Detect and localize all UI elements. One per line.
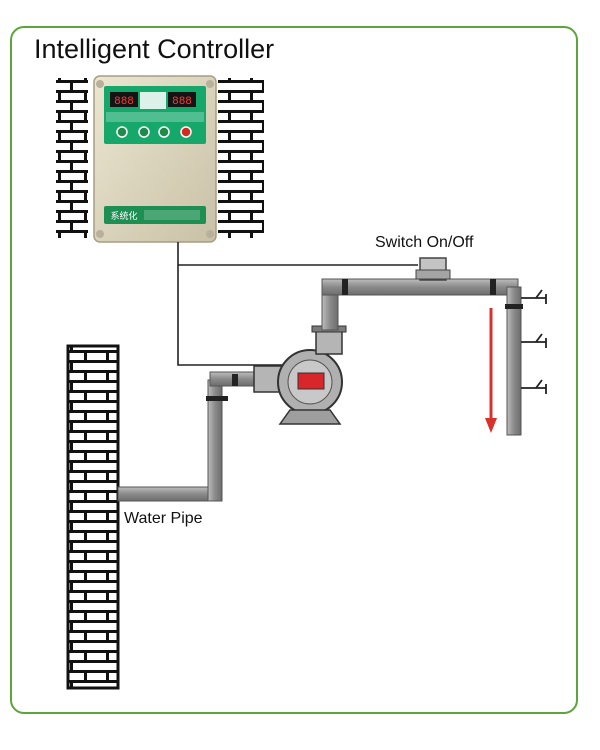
switch-label: Switch On/Off: [375, 234, 474, 251]
flow-arrow: [485, 308, 497, 433]
controller-button-2[interactable]: [138, 126, 150, 138]
left-brick-wall: [66, 344, 120, 690]
controller-box: 888 888 系统化: [93, 75, 217, 243]
controller-button-3[interactable]: [158, 126, 170, 138]
pump: [253, 325, 347, 425]
water-taps: [521, 289, 547, 394]
controller-button-1[interactable]: [116, 126, 128, 138]
brand-plate: 系统化: [110, 210, 137, 222]
display-right: 888: [172, 96, 192, 108]
water-pipe-label: Water Pipe: [124, 510, 203, 527]
display-left: 888: [114, 96, 134, 108]
diagram-frame: [10, 26, 578, 714]
diagram-title: Intelligent Controller: [34, 34, 275, 64]
water-pipe: [117, 371, 271, 502]
controller-button-4[interactable]: [180, 126, 192, 138]
outlet-pipe: [321, 257, 523, 436]
control-wires: [177, 242, 418, 366]
